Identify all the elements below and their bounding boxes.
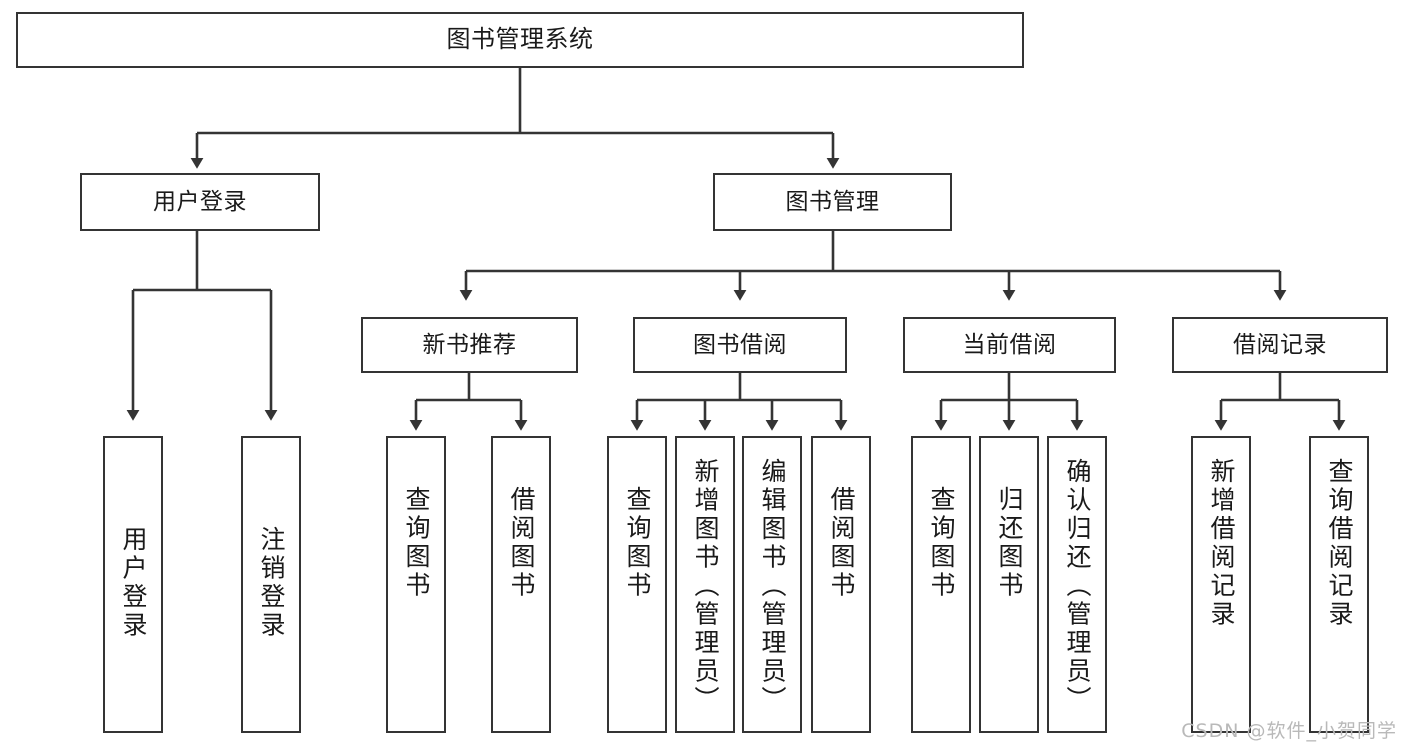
node-label: 借阅图书 xyxy=(507,486,536,600)
leaf-borrow-query-book[interactable]: 查询图书 xyxy=(607,436,667,733)
leaf-borrow-add-book-admin[interactable]: 新增图书（管理员） xyxy=(675,436,735,733)
node-new-book-recommend[interactable]: 新书推荐 xyxy=(361,317,578,373)
node-label: 查询借阅记录 xyxy=(1325,458,1354,629)
node-label: 注销登录 xyxy=(257,526,286,640)
node-label: 新书推荐 xyxy=(422,331,517,358)
node-label: 图书管理 xyxy=(785,188,880,215)
leaf-record-query-record[interactable]: 查询借阅记录 xyxy=(1309,436,1369,733)
leaf-user-logout[interactable]: 注销登录 xyxy=(241,436,301,733)
leaf-current-return-book[interactable]: 归还图书 xyxy=(979,436,1039,733)
leaf-newbook-query-book[interactable]: 查询图书 xyxy=(386,436,446,733)
leaf-newbook-borrow-book[interactable]: 借阅图书 xyxy=(491,436,551,733)
node-user-login[interactable]: 用户登录 xyxy=(80,173,320,231)
leaf-borrow-borrow-book[interactable]: 借阅图书 xyxy=(811,436,871,733)
node-label: 当前借阅 xyxy=(962,331,1057,358)
leaf-borrow-edit-book-admin[interactable]: 编辑图书（管理员） xyxy=(742,436,802,733)
node-label: 确认归还（管理员） xyxy=(1063,458,1092,715)
node-root-system[interactable]: 图书管理系统 xyxy=(16,12,1024,68)
node-label: 查询图书 xyxy=(623,486,652,600)
leaf-current-confirm-return-admin[interactable]: 确认归还（管理员） xyxy=(1047,436,1107,733)
node-label: 查询图书 xyxy=(927,486,956,600)
node-label: 用户登录 xyxy=(119,526,148,640)
node-label: 借阅图书 xyxy=(827,486,856,600)
node-label: 借阅记录 xyxy=(1233,331,1327,358)
leaf-current-query-book[interactable]: 查询图书 xyxy=(911,436,971,733)
watermark-text: CSDN @软件_小贺同学 xyxy=(1181,720,1397,742)
leaf-user-login[interactable]: 用户登录 xyxy=(103,436,163,733)
node-label: 新增借阅记录 xyxy=(1207,458,1236,629)
node-label: 编辑图书（管理员） xyxy=(758,458,787,715)
node-label: 用户登录 xyxy=(153,188,247,215)
leaf-record-add-record[interactable]: 新增借阅记录 xyxy=(1191,436,1251,733)
node-borrow-record[interactable]: 借阅记录 xyxy=(1172,317,1388,373)
node-label: 查询图书 xyxy=(402,486,431,600)
node-label: 新增图书（管理员） xyxy=(691,458,720,715)
node-book-borrow[interactable]: 图书借阅 xyxy=(633,317,847,373)
node-book-management[interactable]: 图书管理 xyxy=(713,173,952,231)
node-label: 归还图书 xyxy=(995,486,1024,600)
node-label: 图书借阅 xyxy=(693,331,787,358)
node-current-borrow[interactable]: 当前借阅 xyxy=(903,317,1116,373)
node-label: 图书管理系统 xyxy=(446,25,594,54)
